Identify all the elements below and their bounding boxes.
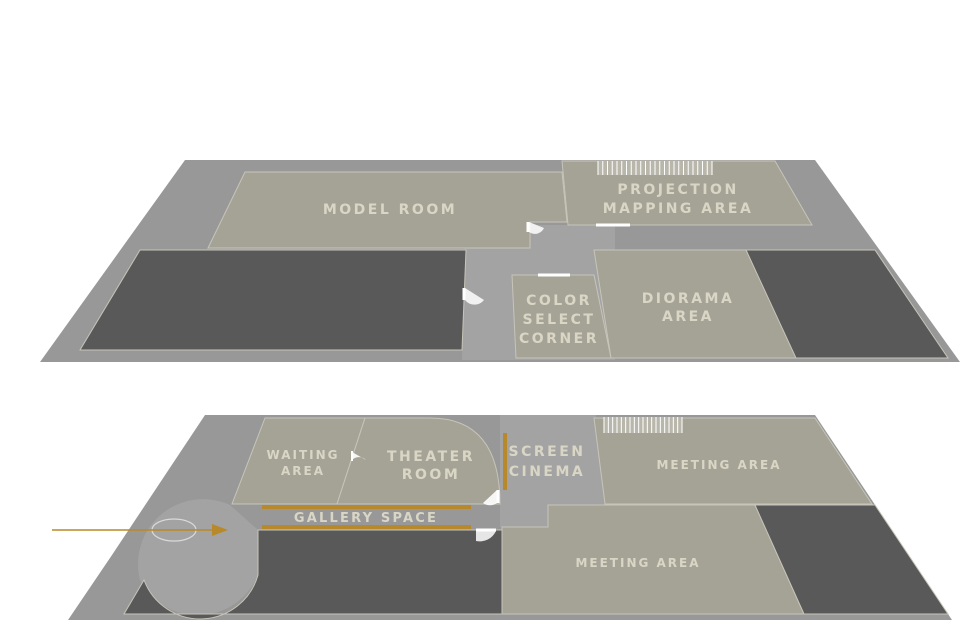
stairs-icon bbox=[597, 161, 713, 175]
screen-cinema-label-line2: CINEMA bbox=[509, 464, 586, 480]
lobby-circle bbox=[138, 499, 258, 616]
theater-room[interactable] bbox=[336, 417, 501, 505]
model-room-label: MODEL ROOM bbox=[323, 202, 457, 218]
waiting-area-label-line2: AREA bbox=[281, 464, 325, 478]
diorama-area[interactable] bbox=[593, 249, 797, 359]
theater-room-label-line1: THEATER bbox=[387, 449, 475, 465]
door-swing-icon bbox=[476, 528, 496, 542]
upper-floor: MODEL ROOM PROJECTION MAPPING AREA COLOR… bbox=[40, 160, 960, 362]
stairs-icon bbox=[603, 417, 683, 433]
lower-closed-room-left bbox=[123, 529, 503, 620]
meeting-area-upper-label: MEETING AREA bbox=[656, 458, 781, 472]
color-select-label-line3: CORNER bbox=[519, 331, 599, 347]
color-select-label-line2: SELECT bbox=[523, 312, 596, 328]
entrance-arrow-icon[interactable] bbox=[52, 524, 228, 536]
meeting-area-upper[interactable] bbox=[593, 417, 873, 505]
screen-cinema-label-line1: SCREEN bbox=[509, 444, 586, 460]
gallery-space-label: GALLERY SPACE bbox=[294, 511, 438, 526]
model-room[interactable] bbox=[207, 171, 568, 249]
waiting-area-label-line1: WAITING bbox=[267, 448, 340, 462]
theater-room-label-line2: ROOM bbox=[402, 467, 461, 483]
projection-mapping-label-line1: PROJECTION bbox=[617, 182, 738, 198]
door-swing-icon bbox=[462, 288, 484, 305]
door-swing-icon bbox=[483, 490, 500, 506]
lower-corridor bbox=[500, 415, 605, 527]
color-select-label-line1: COLOR bbox=[526, 293, 592, 309]
meeting-area-lower-label: MEETING AREA bbox=[575, 556, 700, 570]
upper-closed-room-left bbox=[79, 249, 467, 351]
diorama-label-line2: AREA bbox=[662, 309, 714, 325]
projection-mapping-label-line2: MAPPING AREA bbox=[603, 201, 754, 217]
lower-floor: WAITING AREA THEATER ROOM SCREEN CINEMA … bbox=[52, 415, 952, 620]
lower-closed-room-right bbox=[754, 504, 949, 615]
door-swing-icon bbox=[351, 451, 366, 461]
door-swing-icon bbox=[526, 222, 544, 234]
diorama-label-line1: DIORAMA bbox=[642, 291, 735, 307]
